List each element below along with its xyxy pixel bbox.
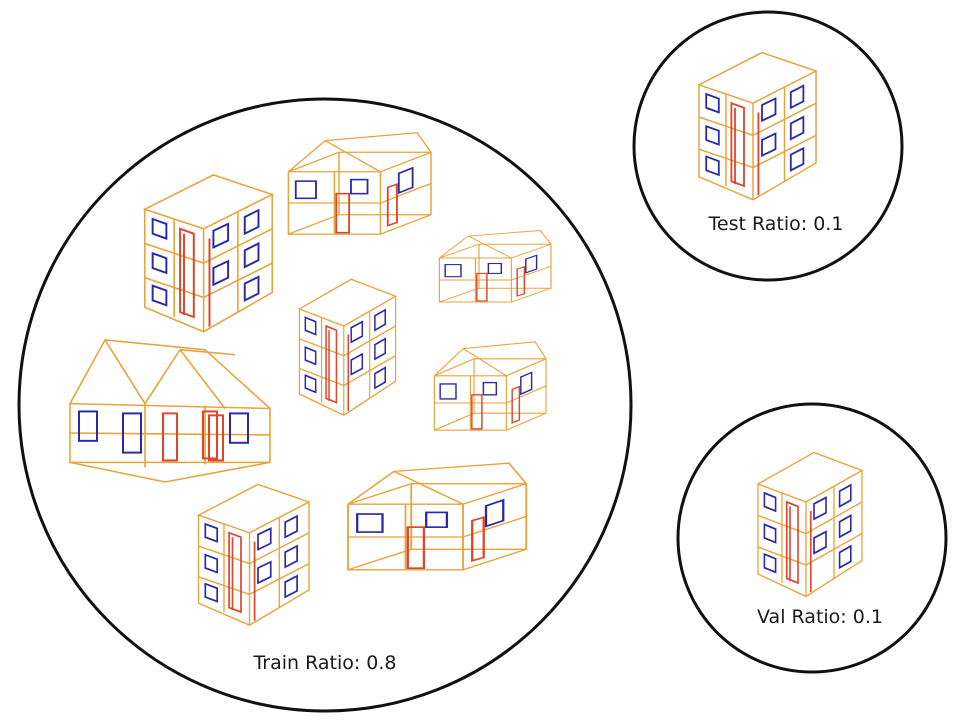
test-ratio-label: Test Ratio: 0.1 [708, 213, 844, 235]
val-ratio-label: Val Ratio: 0.1 [757, 606, 883, 628]
val-split-circle [676, 402, 948, 674]
test-split-circle [632, 10, 904, 282]
house-wireframe-icon [287, 131, 432, 236]
house-wireframe-icon [346, 462, 528, 571]
house-wireframe-icon [69, 338, 271, 483]
tower-wireframe-icon [197, 483, 310, 627]
tower-wireframe-icon [143, 173, 274, 333]
tower-wireframe-icon [298, 278, 397, 417]
train-ratio-label: Train Ratio: 0.8 [252, 652, 396, 674]
tower-wireframe-icon [757, 451, 863, 598]
house-wireframe-icon [438, 229, 552, 303]
house-wireframe-icon [433, 341, 547, 431]
train-split-circle [17, 97, 633, 713]
tower-wireframe-icon [698, 51, 817, 201]
